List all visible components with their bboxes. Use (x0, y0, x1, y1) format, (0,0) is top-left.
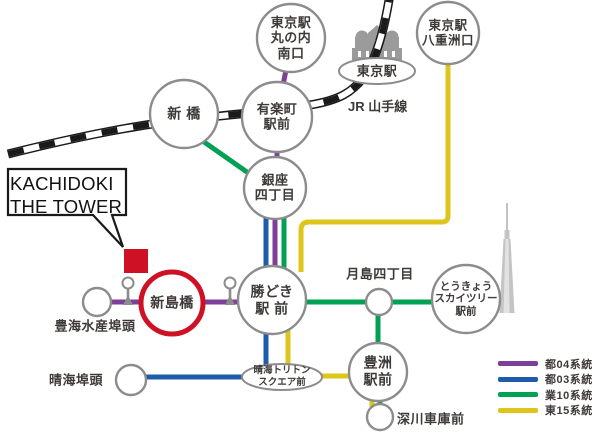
station-node-triton (241, 363, 323, 391)
station-node-toyosu (347, 341, 409, 403)
station-node-niijimabashi (138, 269, 206, 337)
station-node-yurakucho (240, 80, 314, 154)
station-label-fukagawa: 深川車庫前 (397, 411, 465, 427)
legend-label: 業10系統 (545, 389, 593, 402)
station-label-tokyo: 東京駅 (356, 63, 398, 79)
legend-label: 都03系統 (545, 374, 593, 387)
legend-swatch-green (498, 392, 538, 398)
bus-stop-icon (121, 276, 135, 305)
station-label-toyosu: 豊洲 駅前 (363, 354, 393, 387)
station-node-skytree (430, 263, 502, 335)
legend-swatch-purple (498, 361, 538, 367)
legend-swatch-blue (498, 376, 538, 382)
jr-yamanote-label: JR 山手線 (348, 99, 408, 114)
station-label-toyomi: 豊海水産埠頭 (54, 318, 136, 334)
legend-swatch-yellow (498, 407, 538, 413)
station-node-toyomi (81, 286, 113, 318)
callout-bubble (6, 167, 128, 248)
legend-item-gyo10: 業10系統 (498, 387, 593, 403)
station-label-tokyo-marunouchi: 東京駅 丸の内 南口 (270, 15, 312, 61)
legend-item-to03: 都03系統 (498, 372, 593, 388)
station-node-kachidoki (236, 264, 308, 336)
legend-label: 東15系統 (545, 405, 593, 418)
station-label-tsukishima: 月島四丁目 (346, 266, 414, 282)
route-legend: 都04系統 都03系統 業10系統 東15系統 (498, 356, 593, 418)
station-node-ginza (242, 155, 308, 221)
skytree-icon (499, 203, 515, 313)
station-label-skytree: とうきょう スカイツリー 駅前 (434, 280, 498, 318)
kachidoki-tower-marker (124, 249, 148, 273)
station-node-shimbashi (148, 78, 220, 150)
station-label-tokyo-yaesu: 東京駅 八重洲口 (421, 18, 475, 47)
station-node-tokyo-marunouchi (255, 2, 327, 74)
station-label-niijimabashi: 新島橋 (150, 294, 194, 311)
station-node-tokyo (338, 57, 416, 85)
bus-stop-icon (223, 276, 237, 305)
station-label-yurakucho: 有楽町 駅前 (256, 101, 298, 132)
station-label-triton: 晴海トリトン スクエア前 (253, 365, 311, 388)
legend-label: 都04系統 (545, 358, 593, 371)
station-label-ginza: 銀座 四丁目 (254, 172, 296, 203)
station-node-fukagawa (365, 402, 395, 432)
legend-item-higashi15: 東15系統 (498, 403, 593, 419)
station-label-kachidoki: 勝どき 駅 前 (250, 283, 294, 316)
station-node-tsukishima (364, 287, 394, 317)
station-label-harumi: 晴海埠頭 (48, 372, 104, 388)
kachidoki-tower-label: KACHIDOKI THE TOWER (10, 173, 123, 217)
legend-item-to04: 都04系統 (498, 356, 593, 372)
route-to03-blue (138, 212, 269, 380)
station-node-harumi (114, 363, 148, 397)
station-label-shimbashi: 新 橋 (167, 105, 201, 122)
station-node-tokyo-yaesu (415, 0, 481, 66)
